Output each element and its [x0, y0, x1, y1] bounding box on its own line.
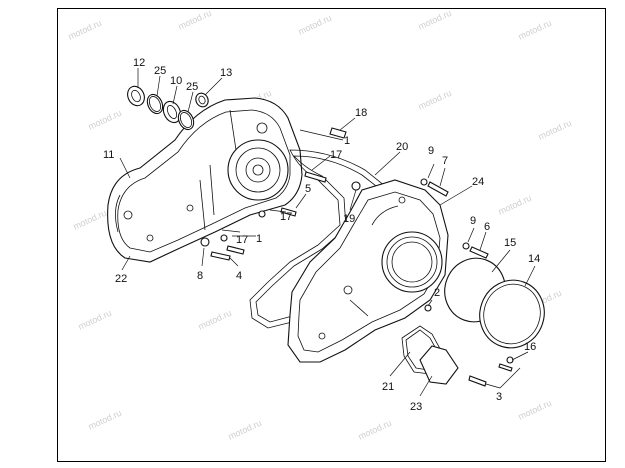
callout-5: 5	[305, 183, 311, 195]
callout-21: 21	[382, 381, 394, 393]
seal-stack	[127, 85, 209, 131]
callout-9: 9	[428, 145, 434, 157]
derby-cover-parts	[444, 257, 545, 349]
callout-1: 1	[344, 135, 350, 147]
inner-primary-cover	[107, 97, 303, 263]
callout-4: 4	[236, 270, 242, 282]
callout-24: 24	[472, 176, 484, 188]
callout-23: 23	[410, 401, 422, 413]
callout-11: 11	[103, 149, 114, 161]
watermark: motod.ru	[417, 8, 453, 32]
callout-9: 9	[470, 215, 476, 227]
watermark: motod.ru	[517, 18, 553, 42]
callout-19: 19	[343, 213, 355, 225]
callout-12: 12	[133, 57, 145, 69]
callout-17: 17	[330, 149, 342, 161]
callout-labels: 12 25 10 25 13 18 1 11 17 20 9 7 5 24 17…	[103, 57, 540, 413]
watermark: motod.ru	[497, 193, 533, 217]
callout-15: 15	[504, 237, 516, 249]
callout-13: 13	[220, 67, 232, 79]
watermark: motod.ru	[417, 88, 453, 112]
watermark: motod.ru	[87, 408, 123, 432]
callout-18: 18	[355, 107, 367, 119]
callout-14: 14	[528, 253, 540, 265]
watermark: motod.ru	[67, 18, 103, 42]
callout-2: 2	[434, 287, 440, 299]
gasket	[249, 149, 406, 329]
inspection-cover-parts	[401, 325, 459, 385]
callout-10: 10	[170, 75, 182, 87]
callout-17: 17	[280, 211, 292, 223]
watermark: motod.ru	[227, 418, 263, 442]
outer-primary-cover	[287, 179, 449, 363]
callout-3: 3	[496, 391, 502, 403]
callout-20: 20	[396, 141, 408, 153]
watermark: motod.ru	[537, 118, 573, 142]
watermark: motod.ru	[357, 418, 393, 442]
leader-lines	[119, 68, 536, 397]
fasteners	[200, 127, 514, 387]
callout-1: 1	[256, 233, 262, 245]
callout-6: 6	[484, 221, 490, 233]
watermark: motod.ru	[77, 308, 113, 332]
watermark: motod.ru	[297, 13, 333, 37]
callout-22: 22	[115, 273, 127, 285]
watermark: motod.ru	[197, 308, 233, 332]
watermark: motod.ru	[87, 108, 123, 132]
callout-25: 25	[154, 65, 166, 77]
callout-16: 16	[524, 341, 536, 353]
watermark: motod.ru	[517, 398, 553, 422]
watermark: motod.ru	[72, 208, 108, 232]
watermark: motod.ru	[177, 8, 213, 32]
callout-17: 17	[236, 234, 248, 246]
callout-8: 8	[197, 270, 203, 282]
callout-7: 7	[442, 155, 448, 167]
callout-25: 25	[186, 81, 198, 93]
